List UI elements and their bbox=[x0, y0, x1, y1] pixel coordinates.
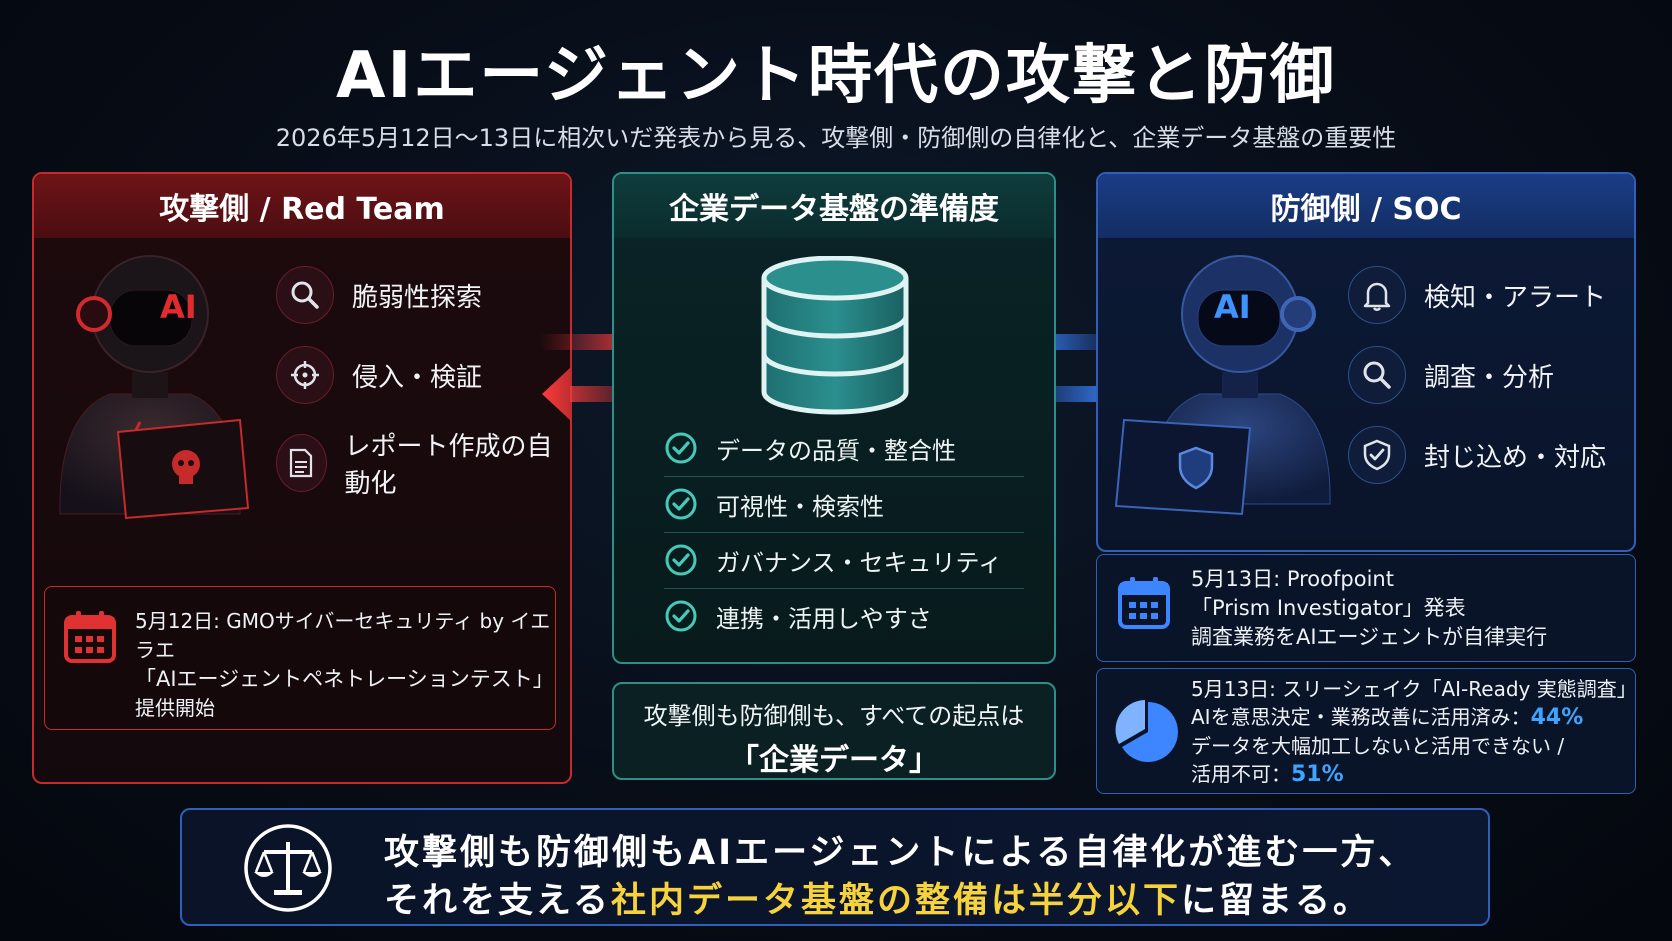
red-item-vuln-search: 脆弱性探索 bbox=[276, 266, 482, 324]
database-icon bbox=[761, 256, 909, 415]
conclusion-text: それを支える bbox=[384, 881, 611, 921]
survey-note-line1: 5月13日: スリーシェイク「AI-Ready 実態調査」 bbox=[1191, 677, 1637, 701]
check-item-label: ガバナンス・セキュリティ bbox=[716, 548, 1003, 577]
check-item-label: 可視性・検索性 bbox=[716, 492, 884, 521]
survey-stat-label: 活用不可： bbox=[1191, 762, 1291, 786]
proofpoint-note-line1: 5月13日: Proofpoint bbox=[1191, 567, 1394, 591]
soc-item-label: 調査・分析 bbox=[1424, 362, 1555, 393]
survey-note-line4: 活用不可：51% bbox=[1191, 760, 1635, 789]
survey-note-line3: データを大幅加工しないと活用できない / bbox=[1191, 734, 1565, 758]
red-item-report: レポート作成の自動化 bbox=[276, 426, 570, 500]
proofpoint-note-line2: 「Prism Investigator」発表 bbox=[1191, 596, 1466, 620]
red-robot-illustration bbox=[59, 255, 250, 520]
conclusion-line2: それを支える社内データ基盤の整備は半分以下に留まる。 bbox=[384, 872, 1371, 923]
pie-chart-icon bbox=[1115, 700, 1178, 762]
data-readiness-panel: 企業データ基盤の準備度 データの品質・整合性 可視性・検索性 ガバナンス・セキュ… bbox=[612, 172, 1056, 664]
check-item-label: 連携・活用しやすさ bbox=[716, 604, 932, 633]
soc-item-contain: 封じ込め・対応 bbox=[1348, 426, 1606, 484]
check-item: ガバナンス・セキュリティ bbox=[664, 532, 1024, 589]
center-message-line2: 「企業データ」 bbox=[729, 743, 939, 778]
soc-item-investigate: 調査・分析 bbox=[1348, 346, 1554, 404]
red-item-intrusion: 侵入・検証 bbox=[276, 346, 482, 404]
search-icon bbox=[276, 266, 334, 324]
soc-panel: 防御側 / SOC AI 検知・アラート 調査・分析 封じ込め・対応 bbox=[1096, 172, 1636, 552]
blue-robot-ai-badge: AI bbox=[1214, 288, 1251, 326]
survey-stat-value: 44% bbox=[1530, 705, 1584, 730]
soc-header: 防御側 / SOC bbox=[1098, 174, 1634, 238]
soc-item-label: 検知・アラート bbox=[1424, 282, 1607, 313]
search-icon bbox=[1348, 346, 1406, 404]
soc-item-detect: 検知・アラート bbox=[1348, 266, 1606, 324]
red-announcement-card: 5月12日: GMOサイバーセキュリティ by イエラエ 「AIエージェントペネ… bbox=[44, 586, 556, 730]
center-key-message: 攻撃側も防御側も、すべての起点は 「企業データ」 bbox=[612, 682, 1056, 780]
check-item: 連携・活用しやすさ bbox=[664, 588, 1024, 644]
survey-result-card: 5月13日: スリーシェイク「AI-Ready 実態調査」 AIを意思決定・業務… bbox=[1096, 668, 1637, 794]
red-team-header: 攻撃側 / Red Team bbox=[34, 174, 570, 238]
check-item: データの品質・整合性 bbox=[664, 420, 1024, 477]
red-item-label: 脆弱性探索 bbox=[352, 282, 483, 313]
red-item-label: レポート作成の自動化 bbox=[344, 432, 553, 499]
check-item: 可視性・検索性 bbox=[664, 476, 1024, 533]
red-note-line1: 5月12日: GMOサイバーセキュリティ by イエラエ bbox=[135, 609, 551, 662]
page-title: AIエージェント時代の攻撃と防御 bbox=[335, 39, 1337, 113]
document-icon bbox=[276, 434, 327, 492]
blue-robot-illustration bbox=[1114, 255, 1331, 516]
red-note-line2: 「AIエージェントペネトレーションテスト」 bbox=[135, 667, 554, 691]
check-circle-icon bbox=[665, 600, 697, 632]
check-circle-icon bbox=[665, 544, 697, 576]
page-subtitle: 2026年5月12日〜13日に相次いだ発表から見る、攻撃側・防御側の自律化と、企… bbox=[275, 124, 1397, 152]
red-robot-ai-badge: AI bbox=[160, 288, 197, 326]
conclusion-banner: 攻撃側も防御側もAIエージェントによる自律化が進む一方、 それを支える社内データ… bbox=[180, 808, 1490, 926]
soc-item-label: 封じ込め・対応 bbox=[1424, 442, 1607, 473]
bell-icon bbox=[1348, 266, 1406, 324]
conclusion-highlight: 整備は半分以下 bbox=[914, 881, 1181, 921]
shield-check-icon bbox=[1348, 426, 1406, 484]
calendar-icon bbox=[1118, 577, 1170, 629]
center-message-line1: 攻撃側も防御側も、すべての起点は bbox=[643, 702, 1025, 730]
check-item-label: データの品質・整合性 bbox=[716, 436, 956, 465]
scales-icon bbox=[244, 824, 332, 912]
proofpoint-announcement-card: 5月13日: Proofpoint 「Prism Investigator」発表… bbox=[1096, 554, 1636, 662]
red-item-label: 侵入・検証 bbox=[352, 362, 483, 393]
conclusion-highlight: 社内データ基盤 bbox=[610, 881, 877, 921]
conclusion-text: に留まる。 bbox=[1181, 881, 1372, 921]
conclusion-line1: 攻撃側も防御側もAIエージェントによる自律化が進む一方、 bbox=[384, 833, 1417, 873]
survey-note-line2: AIを意思決定・業務改善に活用済み：44% bbox=[1191, 703, 1635, 732]
calendar-icon bbox=[64, 611, 116, 663]
check-circle-icon bbox=[665, 432, 697, 464]
survey-stat-label: AIを意思決定・業務改善に活用済み： bbox=[1191, 705, 1531, 729]
crosshair-icon bbox=[276, 346, 334, 404]
data-readiness-header: 企業データ基盤の準備度 bbox=[614, 174, 1054, 238]
check-circle-icon bbox=[665, 488, 697, 520]
conclusion-highlight: の bbox=[876, 881, 915, 921]
survey-stat-value: 51% bbox=[1291, 762, 1344, 787]
red-note-line3: 提供開始 bbox=[135, 696, 215, 720]
proofpoint-note-line3: 調査業務をAIエージェントが自律実行 bbox=[1191, 625, 1548, 649]
